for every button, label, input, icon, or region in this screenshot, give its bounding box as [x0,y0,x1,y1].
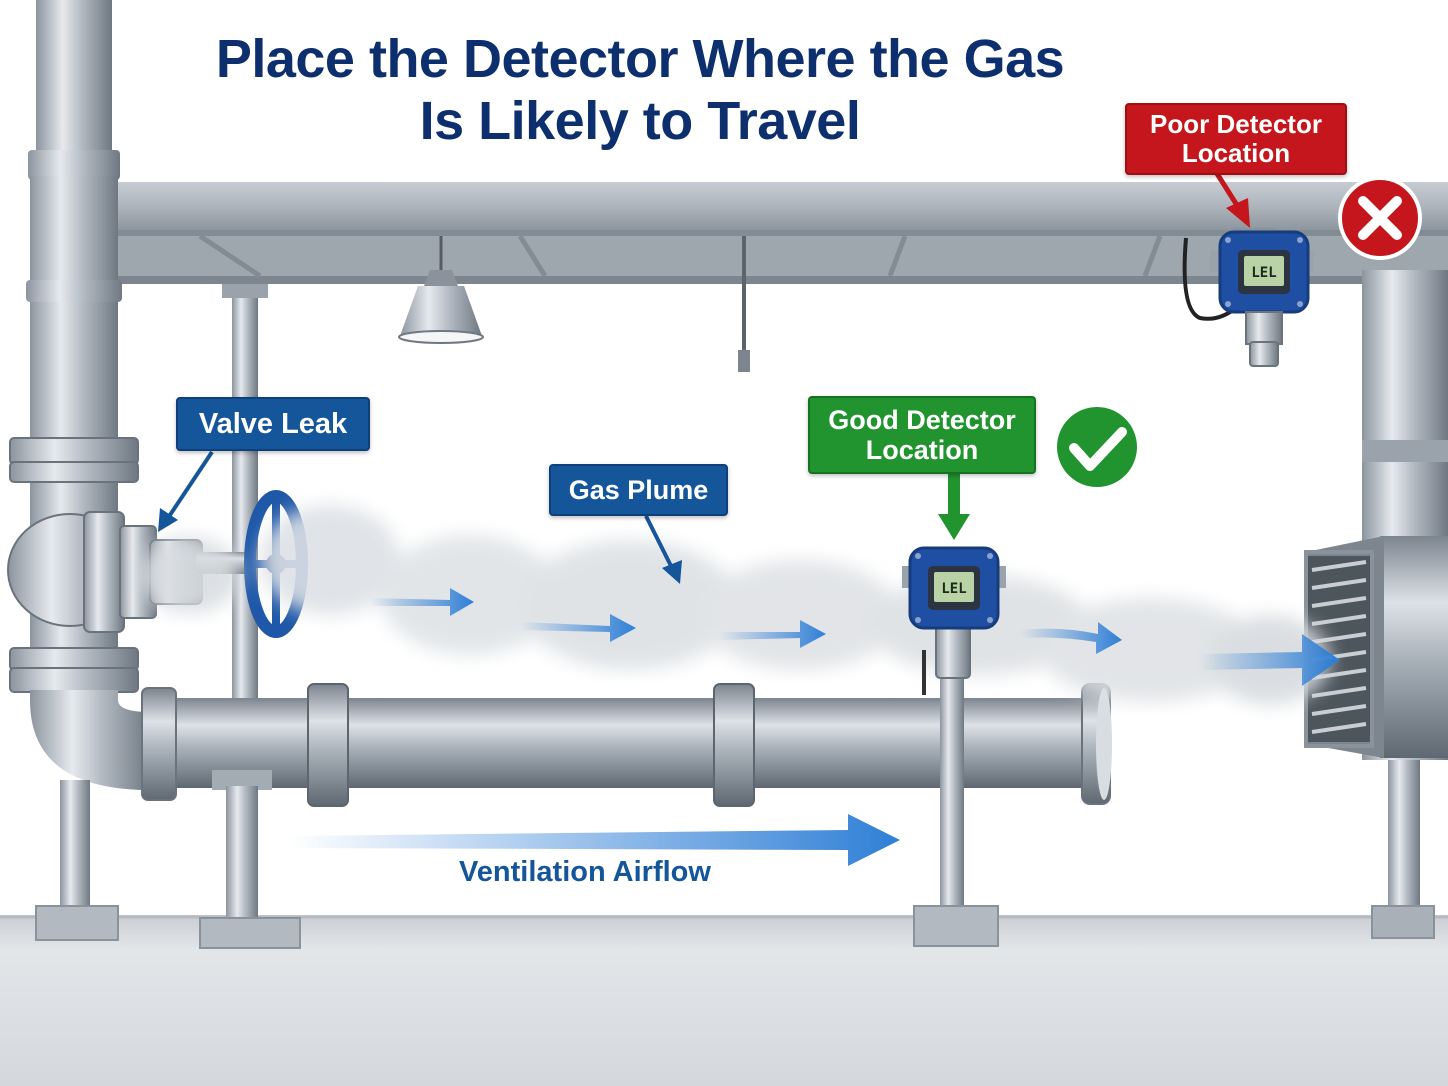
poor-detector-display: LEL [1251,265,1276,281]
poor-detector: LEL [1182,228,1314,367]
good-detector-display: LEL [941,581,966,597]
valve-leak-label: Valve Leak [198,407,348,440]
gas-plume-cloud [140,505,1330,705]
good-location-callout: Good Detector Location [808,396,1036,474]
page-title: Place the Detector Where the Gas Is Like… [120,28,1160,152]
ceiling-lamp [398,236,484,344]
vertical-pipe [7,0,150,790]
good-detector: LEL [902,546,1006,947]
column-base-left [60,780,90,910]
ventilation-arrow [288,814,900,866]
callout-pointers [158,170,1250,584]
good-location-line-2: Location [865,435,979,465]
title-line-2: Is Likely to Travel [419,91,861,151]
beam-column-left [232,284,258,714]
gas-plume-callout: Gas Plume [549,464,728,516]
horizontal-pipe [141,683,1112,807]
valve-leak-callout: Valve Leak [176,397,370,451]
ventilation-airflow-label: Ventilation Airflow [459,856,711,888]
pipe-support [199,770,301,949]
poor-location-line-1: Poor Detector [1150,109,1322,139]
plume-flow-arrows [370,588,1340,686]
title-line-1: Place the Detector Where the Gas [215,29,1065,89]
x-mark-icon [1338,176,1422,260]
check-icon [1057,407,1137,487]
good-location-line-1: Good Detector [828,405,1016,435]
poor-location-line-2: Location [1181,138,1291,168]
gas-plume-label: Gas Plume [568,474,709,505]
poor-location-callout: Poor Detector Location [1125,103,1347,175]
